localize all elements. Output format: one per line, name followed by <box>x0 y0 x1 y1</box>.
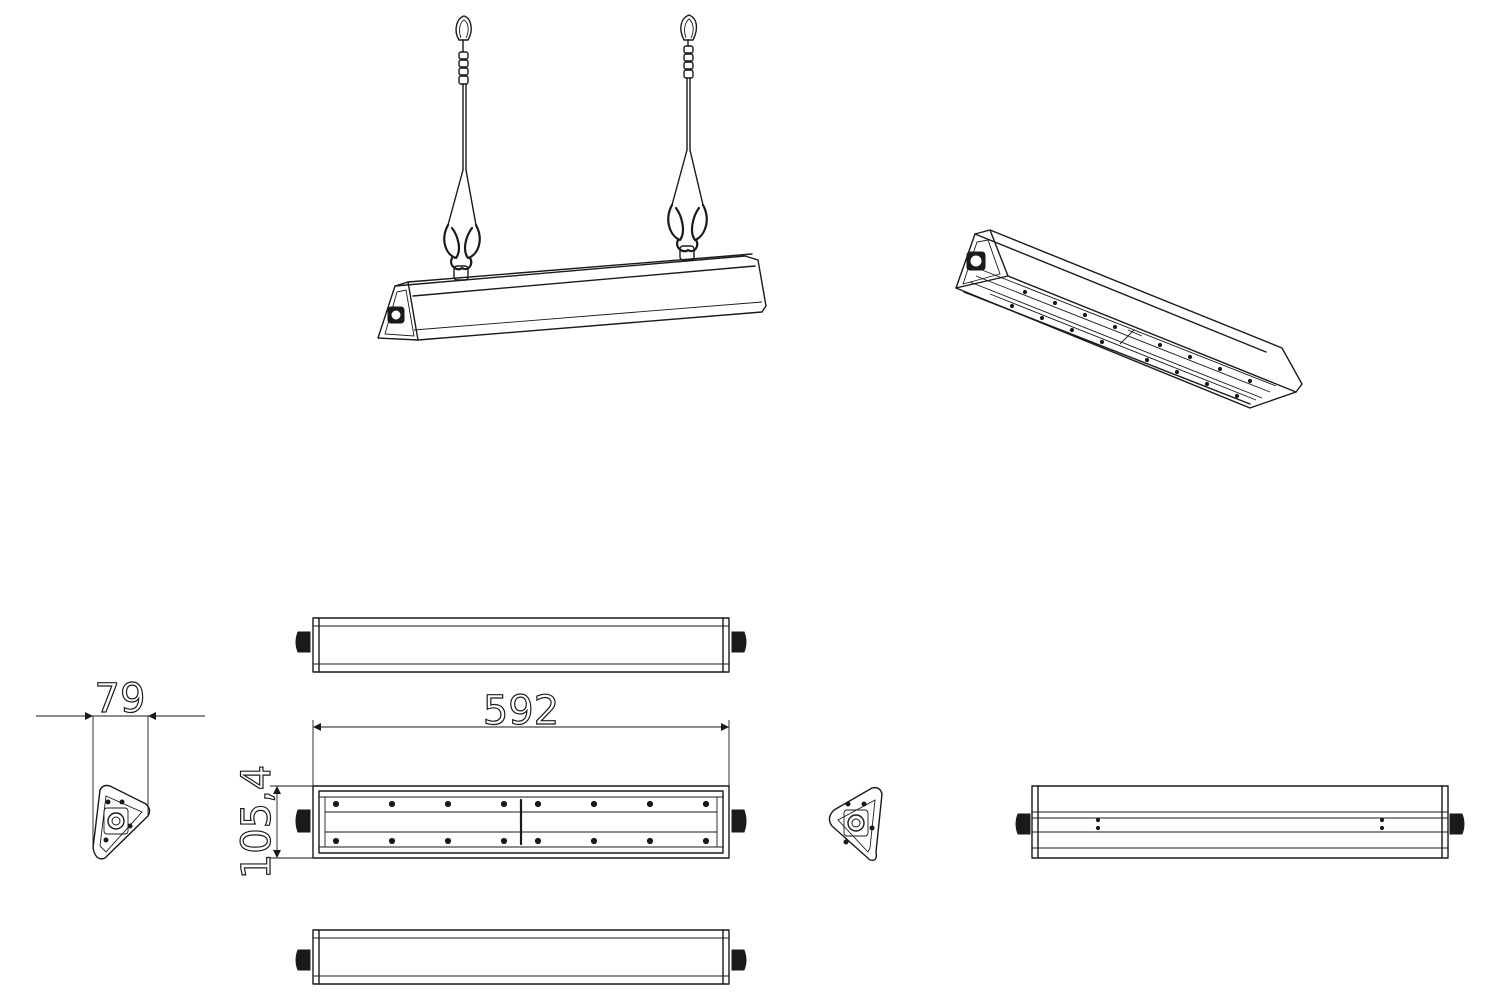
dimension-length: 592 <box>312 687 730 786</box>
iso-view-underside <box>955 229 1303 409</box>
front-led-dots <box>332 800 710 845</box>
suspended-fixture-body <box>377 253 767 341</box>
top-view <box>295 617 747 673</box>
left-suspension-cable <box>443 15 481 281</box>
left-end-view <box>92 784 151 860</box>
right-end-view <box>828 786 883 862</box>
underside-led-dots <box>1009 289 1253 399</box>
side-view <box>1015 785 1465 859</box>
dimension-height: 105,4 <box>233 764 313 880</box>
front-view <box>295 785 747 859</box>
bottom-view <box>295 929 747 985</box>
dimension-width: 79 <box>36 675 205 848</box>
dimension-length-label: 592 <box>483 688 559 734</box>
iso-view-suspended <box>377 14 767 341</box>
dimension-height-label: 105,4 <box>234 765 280 880</box>
right-suspension-cable <box>667 14 708 261</box>
dimension-width-label: 79 <box>95 676 146 722</box>
